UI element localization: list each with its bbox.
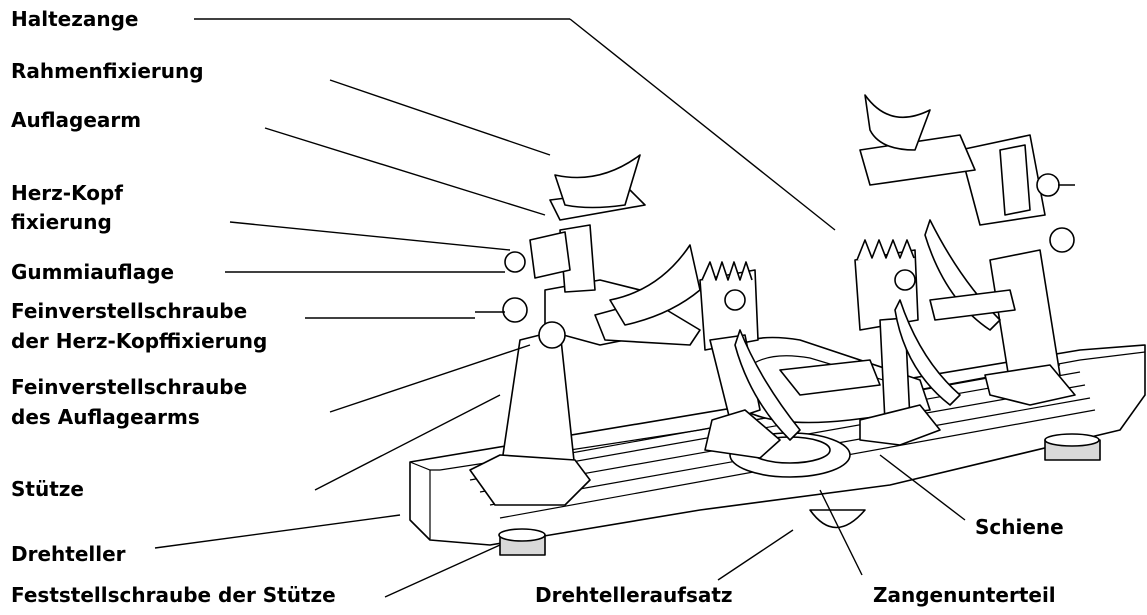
label-gummiauflage: Gummiauflage	[11, 260, 175, 284]
label-feinverstell-arm-line1: Feinverstellschraube	[11, 375, 248, 399]
label-herzkopf-line2: fixierung	[11, 210, 112, 234]
leader-lines	[154, 18, 966, 598]
label-auflagearm: Auflagearm	[11, 108, 142, 132]
label-stuetze: Stütze	[11, 477, 84, 501]
right-clamp	[779, 239, 961, 446]
label-feinverstell-arm-line2: des Auflagearms	[11, 405, 200, 429]
label-feinverstell-herz-line1: Feinverstellschraube	[11, 299, 248, 323]
label-drehteller: Drehteller	[11, 542, 126, 566]
right-support	[859, 94, 1076, 406]
left-clamp	[699, 261, 801, 459]
label-schiene: Schiene	[975, 515, 1064, 539]
label-feinverstell-herz-line2: der Herz-Kopffixierung	[11, 329, 268, 353]
left-support	[469, 154, 701, 506]
label-drehtelleraufsatz: Drehtelleraufsatz	[535, 583, 733, 607]
label-feststellschraube: Feststellschraube der Stütze	[11, 583, 336, 607]
label-rahmenfixierung: Rahmenfixierung	[11, 59, 204, 83]
label-haltezange: Haltezange	[11, 7, 139, 31]
label-zangenunterteil: Zangenunterteil	[873, 583, 1056, 607]
feet	[498, 433, 1101, 556]
label-herzkopf-line1: Herz-Kopf	[11, 181, 124, 205]
